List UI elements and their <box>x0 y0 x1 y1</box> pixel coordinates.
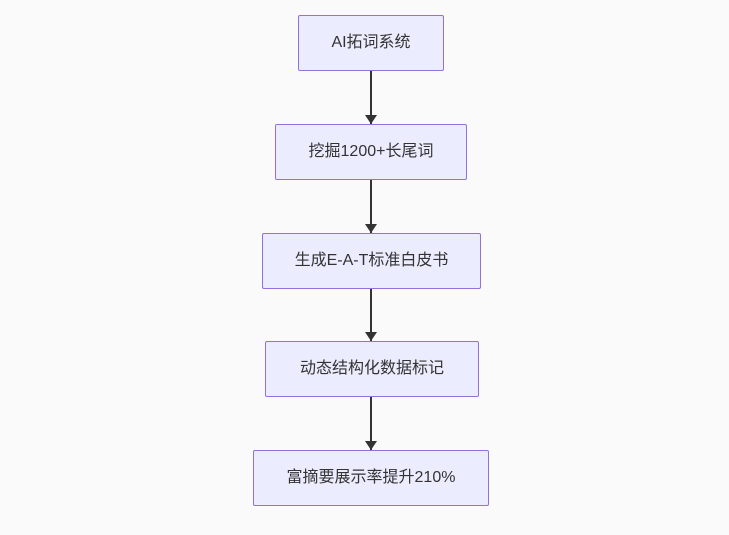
arrowhead-icon <box>365 224 377 233</box>
flow-node-structured-data: 动态结构化数据标记 <box>265 341 479 397</box>
down-arrow <box>365 289 377 341</box>
down-arrow <box>365 180 377 233</box>
flow-node-eat-whitepaper: 生成E-A-T标准白皮书 <box>262 233 481 289</box>
arrowhead-icon <box>365 115 377 124</box>
down-arrow <box>365 397 377 450</box>
node-label: 生成E-A-T标准白皮书 <box>294 252 449 269</box>
node-label: AI拓词系统 <box>331 34 411 51</box>
node-label: 挖掘1200+长尾词 <box>308 143 434 160</box>
node-label: 动态结构化数据标记 <box>299 360 444 377</box>
arrowhead-icon <box>365 441 377 450</box>
flow-node-rich-snippet-rate: 富摘要展示率提升210% <box>253 450 489 506</box>
down-arrow <box>365 71 377 124</box>
flow-node-longtail-keywords: 挖掘1200+长尾词 <box>275 124 467 180</box>
node-label: 富摘要展示率提升210% <box>286 469 456 486</box>
flow-node-ai-system: AI拓词系统 <box>298 15 444 71</box>
arrowhead-icon <box>365 332 377 341</box>
